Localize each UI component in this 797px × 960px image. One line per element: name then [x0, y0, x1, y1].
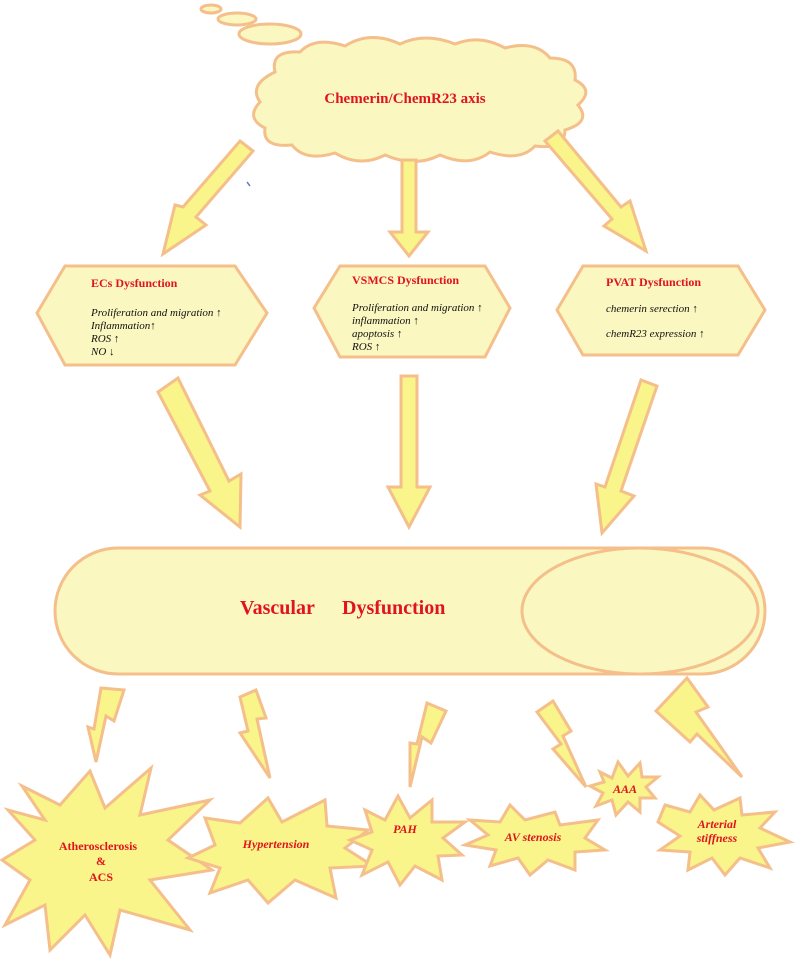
hypertension-burst: Hypertension: [183, 795, 378, 906]
aaa-label: AAA: [612, 782, 637, 796]
capsule-inner-ellipse: [520, 546, 760, 676]
atherosclerosis-burst: Atherosclerosis & ACS: [0, 763, 216, 959]
arrow-to-pvat: [542, 128, 649, 255]
vsmcs-item-1: Proliferation and migration ↑: [351, 302, 483, 314]
pah-burst: PAH: [346, 792, 470, 888]
vsmcs-item-3: apoptosis ↑: [352, 328, 402, 340]
bolt-to-atherosclerosis: [85, 686, 127, 763]
vsmcs-item-4: ROS ↑: [351, 341, 380, 353]
cloud-trail-bubble-large: [237, 22, 303, 46]
pvat-title: PVAT Dysfunction: [606, 275, 701, 289]
pvat-dysfunction-box: PVAT Dysfunction chemerin serection ↑ ch…: [555, 264, 767, 357]
arrow-pvat-to-vascular: [594, 378, 659, 537]
arrow-to-vsmcs: [386, 158, 432, 259]
ecs-item-1: Proliferation and migration ↑: [90, 307, 222, 319]
vsmcs-item-2: inflammation ↑: [352, 315, 419, 327]
dysfunction-word: Dysfunction: [342, 597, 445, 619]
arrow-vsmcs-to-vascular: [385, 374, 433, 531]
vsmcs-title: VSMCS Dysfunction: [352, 273, 459, 287]
atherosclerosis-line3: ACS: [89, 870, 113, 884]
arrow-ecs-to-vascular: [156, 375, 243, 531]
cloud-trail-bubble-small: [199, 3, 223, 15]
arterial-stiffness-line1: Arterial: [697, 817, 737, 831]
bolt-to-av-stenosis: [534, 698, 588, 788]
arrow-to-ecs: [160, 138, 256, 258]
stray-mark: [246, 181, 251, 187]
av-stenosis-burst: AV stenosis: [459, 802, 610, 878]
vascular-dysfunction-capsule: Vascular Dysfunction: [53, 546, 767, 676]
vascular-word: Vascular: [240, 597, 315, 619]
ecs-item-4: NO ↓: [90, 346, 115, 358]
bolt-to-pah: [408, 700, 449, 788]
arterial-stiffness-burst: Arterial stiffness: [655, 792, 795, 878]
atherosclerosis-line2: &: [96, 854, 106, 868]
atherosclerosis-line1: Atherosclerosis: [59, 839, 138, 853]
ecs-item-2: Inflammation↑: [90, 320, 156, 332]
ecs-dysfunction-box: ECs Dysfunction Proliferation and migrat…: [35, 264, 269, 367]
hypertension-label: Hypertension: [242, 837, 310, 851]
bolt-to-hypertension: [237, 687, 272, 779]
ecs-title: ECs Dysfunction: [91, 276, 178, 290]
ecs-item-3: ROS ↑: [90, 333, 119, 345]
bolt-to-arterial-stiffness: [653, 675, 744, 779]
pvat-item-1: chemerin serection ↑: [606, 303, 698, 315]
chemerin-axis-cloud: Chemerin/ChemR23 axis: [252, 36, 588, 163]
aaa-burst: AAA: [586, 758, 663, 819]
cloud-trail-bubble-medium: [216, 11, 258, 27]
pah-label: PAH: [393, 822, 417, 836]
vsmcs-dysfunction-box: VSMCS Dysfunction Proliferation and migr…: [312, 264, 512, 359]
pvat-item-2: chemR23 expression ↑: [606, 328, 705, 340]
av-stenosis-label: AV stenosis: [504, 830, 562, 844]
arterial-stiffness-line2: stiffness: [696, 831, 738, 845]
cloud-label: Chemerin/ChemR23 axis: [324, 91, 485, 107]
